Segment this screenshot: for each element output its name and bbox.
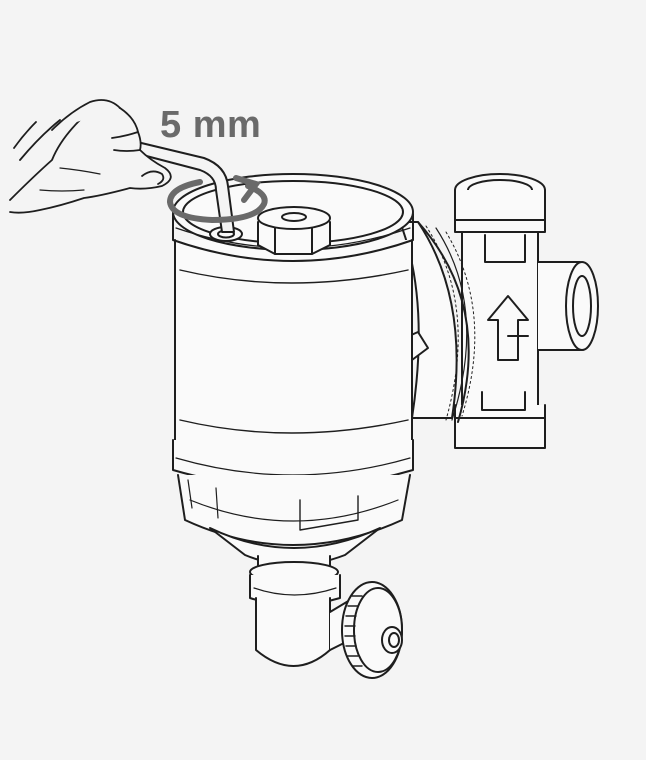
drain-valve	[249, 555, 403, 679]
valve-body	[454, 173, 599, 449]
hand-illustration	[9, 99, 172, 214]
rotate-arrow-icon	[167, 175, 268, 223]
flow-direction-arrow-icon	[487, 295, 529, 361]
filter-housing	[172, 173, 414, 566]
hex-nut	[257, 206, 331, 255]
allen-key-icon	[107, 135, 235, 233]
allen-key-size-label: 5 mm	[160, 104, 262, 146]
